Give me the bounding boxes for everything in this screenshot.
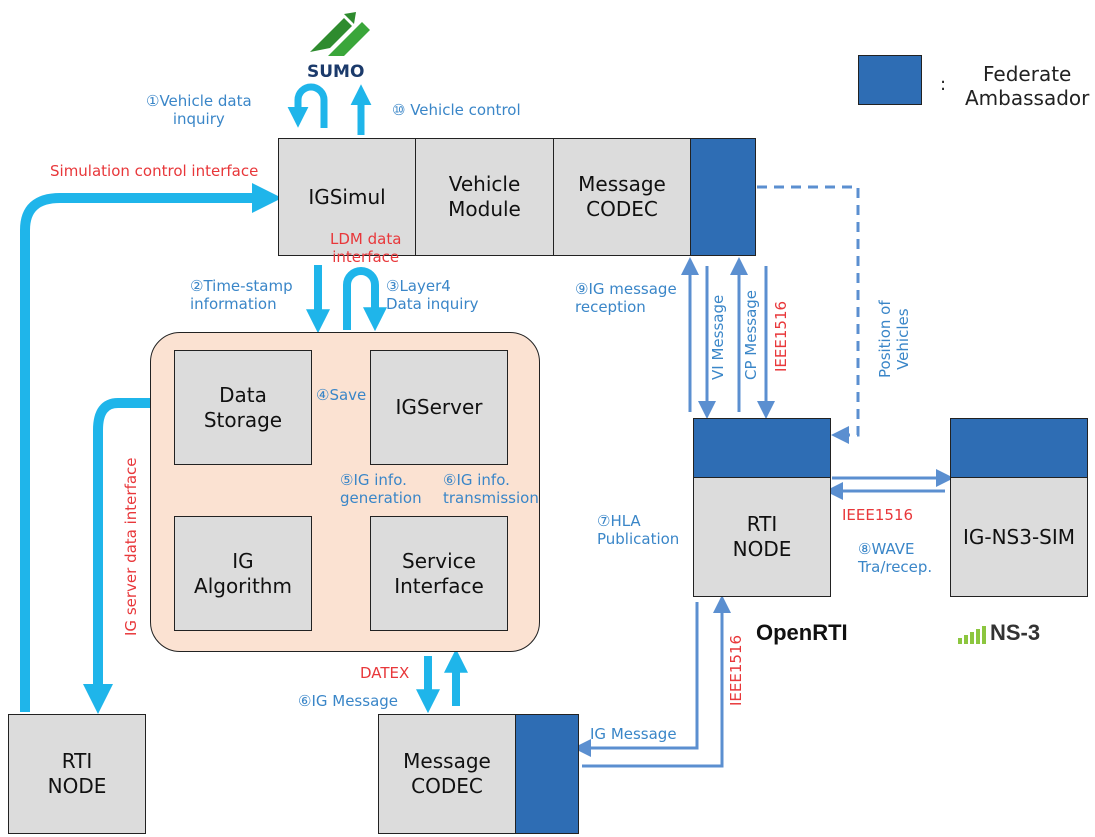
ig-message-bottom-label: ⑥IG Message: [298, 692, 399, 710]
save-label: ④Save: [316, 386, 367, 404]
time-stamp-label: ②Time-stamp information: [190, 277, 293, 313]
message-codec-top-box: Message CODEC: [553, 138, 691, 256]
ig-message-right-label: IG Message: [590, 725, 677, 743]
federate-ambassador-ns3: [950, 418, 1088, 478]
datex-label: DATEX: [360, 664, 410, 682]
federate-ambassador-bottom: [515, 714, 579, 834]
legend-text: Federate Ambassador: [965, 62, 1090, 110]
data-storage-box: Data Storage: [174, 350, 312, 465]
ig-info-generation-label: ⑤IG info. generation: [340, 471, 422, 507]
ig-ns3-sim-box: IG-NS3-SIM: [950, 477, 1088, 597]
ieee1516-vertical-arrow: [582, 595, 731, 768]
rti-node-main-box: RTI NODE: [693, 477, 831, 597]
ig-info-transmission-label: ⑥IG info. transmission: [443, 471, 539, 507]
hla-publication-label: ⑦HLA Publication: [597, 512, 680, 548]
simulation-control-arrow: [20, 183, 282, 712]
message-codec-bottom-box: Message CODEC: [378, 714, 516, 834]
position-of-vehicles-label: Position of Vehicles: [876, 300, 912, 378]
igserver-box: IGServer: [370, 350, 508, 465]
ig-server-data-arrow: [83, 398, 152, 714]
vehicle-control-label: ⑩ Vehicle control: [392, 101, 521, 119]
service-interface-box: Service Interface: [370, 516, 508, 631]
legend-separator: :: [940, 74, 947, 95]
vehicle-data-inquiry-label: ①Vehicle data inquiry: [146, 92, 252, 128]
sumo-logo-text: SUMO: [307, 62, 365, 82]
vi-message-label: VI Message: [709, 294, 727, 380]
ig-message-right-arrow: [573, 602, 699, 757]
ns3-logo-text: NS-3: [990, 620, 1041, 645]
ieee1516-vertical-label: IEEE1516: [727, 634, 745, 706]
ieee1516-ns3-label: IEEE1516: [842, 506, 914, 524]
cp-message-label: CP Message: [742, 289, 760, 380]
ldm-data-interface-label: LDM data interface: [330, 230, 402, 266]
layer4-label: ③Layer4 Data inquiry: [386, 277, 479, 313]
sumo-logo-icon: [310, 12, 370, 56]
openrti-logo: OpenRTI: [756, 620, 848, 645]
legend-swatch: [858, 55, 922, 105]
simulation-control-label: Simulation control interface: [50, 162, 259, 180]
layer4-arrow: [343, 267, 387, 332]
federate-ambassador-rti: [693, 418, 831, 478]
federate-ambassador-top: [690, 138, 756, 256]
igsimul-box: IGSimul: [278, 138, 416, 256]
ig-algorithm-box: IG Algorithm: [174, 516, 312, 631]
ig-server-data-interface-label: IG server data interface: [122, 457, 140, 636]
rti-node-left-box: RTI NODE: [8, 714, 146, 834]
ns3-signal-icon: [958, 626, 986, 644]
vehicle-data-inquiry-arrow: [287, 83, 328, 128]
ig-message-reception-label: ⑨IG message reception: [575, 280, 677, 316]
ieee1516-top-label: IEEE1516: [772, 300, 790, 372]
vehicle-module-box: Vehicle Module: [415, 138, 554, 256]
wave-label: ⑧WAVE Tra/recep.: [858, 540, 933, 576]
position-of-vehicles-arrow: [757, 185, 860, 444]
